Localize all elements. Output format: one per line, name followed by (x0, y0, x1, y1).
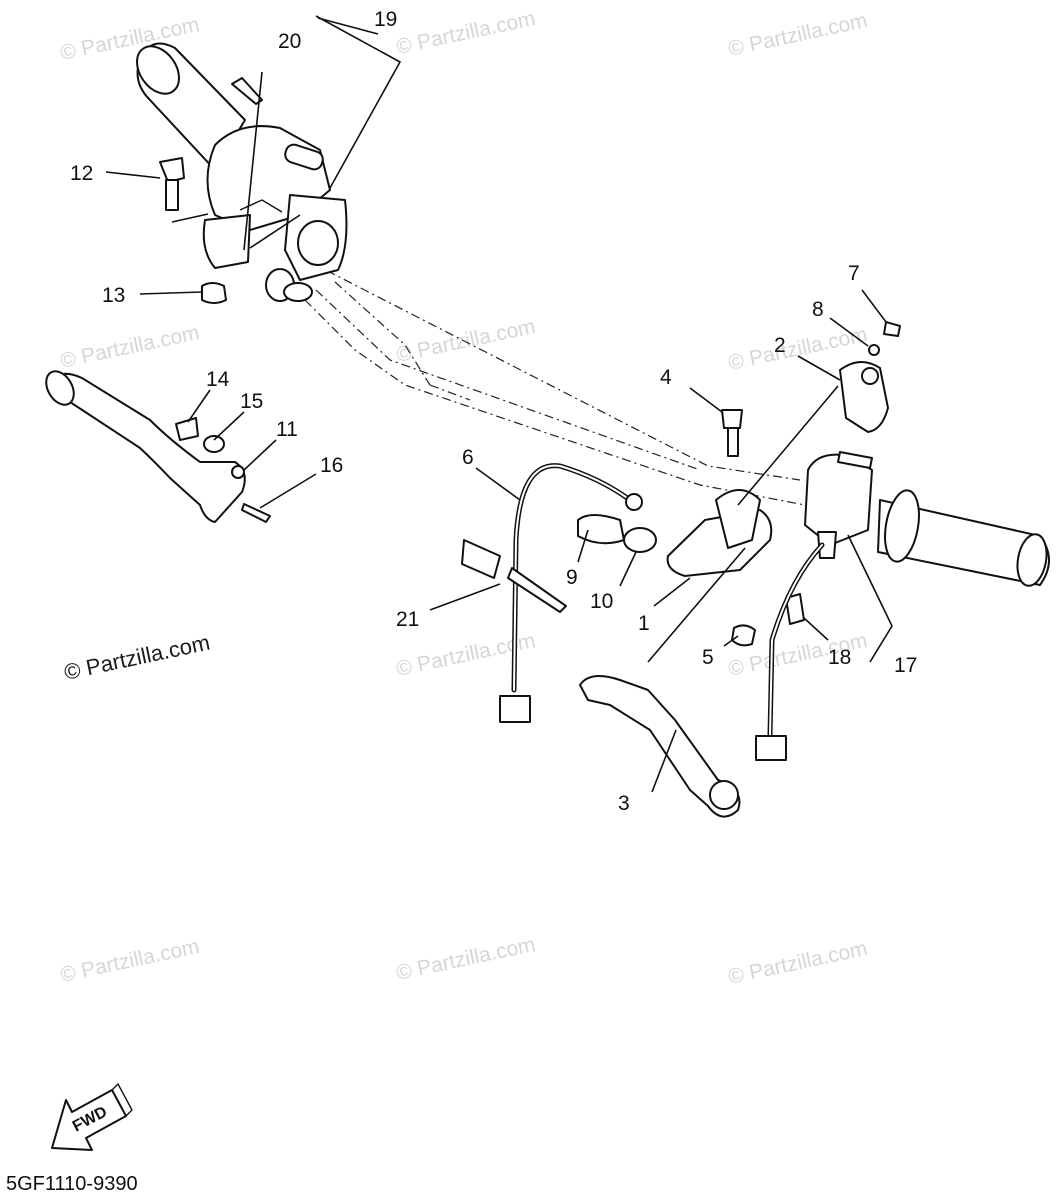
callout-17: 17 (894, 654, 917, 677)
callout-18: 18 (828, 646, 851, 669)
watermark: © Partzilla.com (394, 933, 537, 985)
cables (461, 463, 825, 761)
left-grip-assembly (136, 42, 348, 302)
right-grip-assembly (785, 451, 1050, 625)
leader-lines (105, 15, 893, 793)
callout-14: 14 (206, 368, 230, 391)
copyright-note: © Partzilla.com (62, 630, 212, 685)
handlebar-outline (304, 261, 806, 506)
right-lever-assembly (579, 321, 901, 818)
watermark: © Partzilla.com (726, 937, 869, 989)
watermark: © Partzilla.com (394, 315, 537, 367)
callout-13: 13 (102, 284, 125, 307)
left-brake-lever (45, 370, 246, 523)
callout-15: 15 (240, 390, 263, 413)
callout-3: 3 (618, 792, 630, 815)
callout-16: 16 (320, 454, 343, 477)
callout-21: 21 (396, 608, 419, 631)
watermark: © Partzilla.com (394, 7, 537, 59)
callout-20: 20 (278, 30, 301, 53)
callout-8: 8 (812, 298, 824, 321)
diagram-code: 5GF1110-9390 (6, 1173, 138, 1195)
callout-12: 12 (70, 162, 93, 185)
watermark: © Partzilla.com (58, 321, 201, 373)
callout-7: 7 (848, 262, 860, 285)
watermark: © Partzilla.com (58, 935, 201, 987)
callout-4: 4 (660, 366, 672, 389)
fwd-arrow-icon: FWD (51, 1082, 133, 1151)
callout-1: 1 (638, 612, 650, 635)
callout-2: 2 (774, 334, 786, 357)
callout-19: 19 (374, 8, 397, 31)
callout-11: 11 (276, 418, 298, 441)
callout-9: 9 (566, 566, 578, 589)
callout-labels: 1 2 3 4 5 6 7 8 9 10 11 12 13 14 15 16 1… (70, 8, 917, 815)
callout-6: 6 (462, 446, 474, 469)
callout-5: 5 (702, 646, 714, 669)
left-fasteners (159, 77, 271, 523)
callout-10: 10 (590, 590, 613, 613)
watermark: © Partzilla.com (726, 9, 869, 61)
